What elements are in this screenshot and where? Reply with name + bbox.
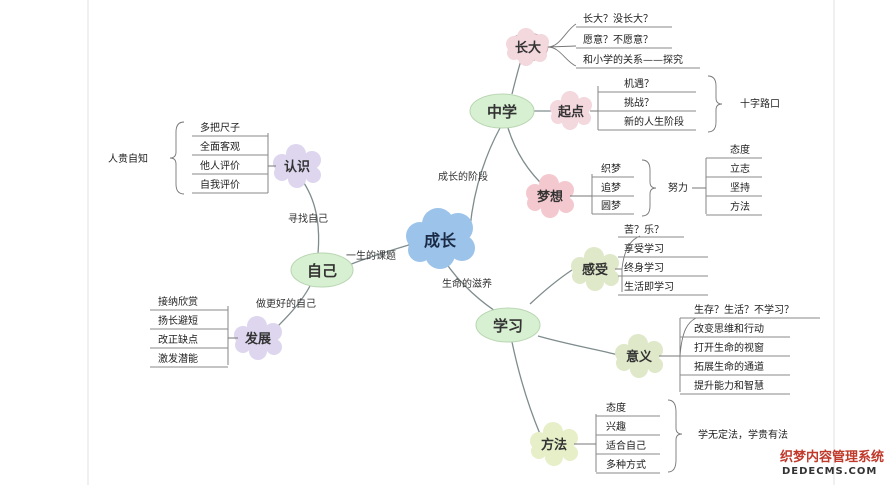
yiyi-item: 打开生命的视窗 [694,341,764,354]
fangfa-item: 多种方式 [606,458,646,471]
ganshou-item: 苦？乐？ [624,223,664,236]
edge-label-growth-stage: 成长的阶段 [438,170,488,183]
renshi-label: 认识 [284,159,310,175]
xuexi-ellipse [475,307,541,343]
mengxiang-item: 圆梦 [601,200,621,212]
zhongxue-label: 中学 [487,103,517,121]
edge-xuexi-fangfa [511,341,541,435]
center-node[interactable]: 成长 [406,208,475,269]
fazhan-label: 发展 [244,331,272,347]
mengxiang-leaves: 织梦 追梦 圆梦 努力 态度 立志 坚持 方法 [570,143,762,217]
xuexi-label: 学习 [493,317,523,335]
fangfa-item: 适合自己 [606,439,646,452]
node-xuexi[interactable]: 学习 [475,307,541,343]
fazhan-item: 改正缺点 [158,333,198,346]
effort-item: 立志 [730,162,750,175]
fazhan-item: 扬长避短 [158,314,198,327]
qidian-label: 起点 [557,104,584,120]
yiyi-item: 改变思维和行动 [694,322,764,335]
edge-center-zhongxue [469,127,501,229]
edge-xuexi-ganshou [529,269,573,305]
yiyi-label: 意义 [626,349,653,365]
center-cloud-shape [406,208,475,269]
effort-item: 方法 [730,200,750,213]
fangfa-label: 方法 [541,437,567,453]
qidian-item: 机遇？ [624,77,654,90]
zhangda-leaves: 长大？没长大？ 愿意？不愿意？ 和小学的关系——探究 [547,12,700,69]
edge-label-better-self: 做更好的自己 [256,297,316,310]
ganshou-label: 感受 [582,262,608,278]
edge-xuexi-yiyi [537,335,619,356]
node-mengxiang[interactable]: 梦想 [526,174,574,218]
fazhan-item: 接纳欣赏 [158,295,198,308]
zhangda-label: 长大 [515,40,541,56]
edge-label-life-nutrition: 生命的滋养 [442,277,492,290]
edge-label-life-topic: 一生的课题 [346,249,396,262]
renshi-item: 多把尺子 [200,121,240,134]
zhongxue-ellipse [469,93,535,129]
qidian-brace [707,75,723,133]
node-ganshou[interactable]: 感受 [571,247,619,291]
mengxiang-label: 梦想 [537,189,563,205]
effort-item: 态度 [730,143,750,156]
renshi-item: 全面客观 [200,140,240,153]
zhangda-item: 长大？没长大？ [583,12,653,25]
fangfa-item: 兴趣 [606,420,626,433]
mengxiang-brace [641,159,657,217]
renshi-leaves: 多把尺子 全面客观 他人评价 自我评价 人贵自知 [108,121,276,195]
edge-labels: 成长的阶段 一生的课题 生命的滋养 寻找自己 做更好的自己 [256,170,492,310]
mengxiang-item: 追梦 [601,181,621,194]
fazhan-leaves: 接纳欣赏 扬长避短 改正缺点 激发潜能 [150,295,238,368]
node-zhongxue[interactable]: 中学 [469,93,535,129]
node-fangfa[interactable]: 方法 [530,422,578,466]
yiyi-leaves: 生存？生活？不学习？ 改变思维和行动 打开生命的视窗 拓展生命的通道 提升能力和… [659,303,820,395]
ziji-label: 自己 [307,262,337,280]
zhangda-item: 愿意？不愿意？ [583,33,653,46]
node-yiyi[interactable]: 意义 [615,334,663,378]
yiyi-item: 拓展生命的通道 [694,360,764,373]
fangfa-leaves: 态度 兴趣 适合自己 多种方式 学无定法，学贵有法 [574,399,788,474]
node-ziji[interactable]: 自己 [290,252,354,288]
center-label: 成长 [424,231,457,250]
edge-label-find-self: 寻找自己 [288,212,328,225]
qidian-item: 挑战？ [624,96,654,109]
ganshou-leaves: 苦？乐？ 享受学习 终身学习 生活即学习 [615,223,708,296]
node-renshi[interactable]: 认识 [273,144,321,188]
watermark-line2: DEDECMS.COM [782,466,877,477]
renshi-note: 人贵自知 [108,152,148,165]
watermark-line1: 织梦内容管理系统 [780,449,884,465]
node-qidian[interactable]: 起点 [550,91,592,130]
watermark: 织梦内容管理系统 DEDECMS.COM [780,449,884,477]
qidian-leaves: 机遇？ 挑战？ 新的人生阶段 十字路口 [590,75,780,133]
node-zhangda[interactable]: 长大 [506,28,549,66]
fangfa-note: 学无定法，学贵有法 [698,428,788,441]
zhangda-item: 和小学的关系——探究 [583,53,683,66]
ziji-ellipse [290,252,354,288]
yiyi-item: 生存？生活？不学习？ [694,303,794,316]
node-fazhan[interactable]: 发展 [234,316,282,360]
ganshou-item: 生活即学习 [624,280,674,293]
qidian-item: 新的人生阶段 [624,115,684,128]
ganshou-item: 终身学习 [624,261,664,274]
edge-zhongxue-mengxiang [507,127,547,189]
fangfa-brace [667,399,683,473]
renshi-item: 他人评价 [200,159,240,172]
fazhan-item: 激发潜能 [158,352,198,365]
fangfa-item: 态度 [606,401,626,414]
renshi-item: 自我评价 [200,178,240,191]
ganshou-item: 享受学习 [624,242,664,255]
qidian-note: 十字路口 [740,97,780,110]
edge-ziji-renshi [303,182,320,255]
mengxiang-item: 织梦 [601,163,621,175]
effort-item: 坚持 [730,181,750,194]
effort-label: 努力 [668,181,688,194]
renshi-brace [169,121,185,195]
yiyi-item: 提升能力和智慧 [694,379,764,392]
